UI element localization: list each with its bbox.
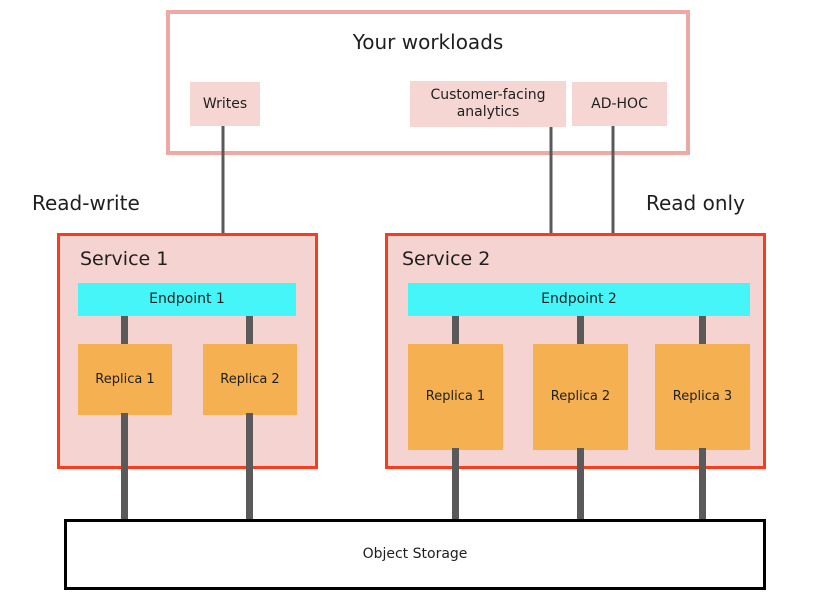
object-storage-label: Object Storage [362,546,468,563]
workloads-title: Your workloads [352,30,504,54]
connector-endpoint1-replica2 [246,314,253,346]
service-2-replica-2[interactable]: Replica 2 [533,344,628,450]
workload-chip-customer-facing-analytics-label: Customer-facing analytics [430,87,546,120]
service-2-title: Service 2 [402,248,491,270]
service-2-replica-1[interactable]: Replica 1 [408,344,503,450]
endpoint-2-label: Endpoint 2 [541,291,617,308]
service-1-replica-1[interactable]: Replica 1 [78,344,172,415]
endpoint-1-label: Endpoint 1 [149,291,225,308]
service-2-replica-1-label: Replica 1 [425,389,486,405]
workload-chip-ad-hoc[interactable]: AD-HOC [572,82,667,126]
connector-endpoint2-replica1 [452,314,459,346]
workload-chip-customer-facing-analytics[interactable]: Customer-facing analytics [410,81,566,127]
service-2-replica-3-label: Replica 3 [672,389,733,405]
workload-chip-ad-hoc-label: AD-HOC [591,95,648,112]
caption-read-write: Read-write [32,191,140,215]
endpoint-1[interactable]: Endpoint 1 [78,283,296,316]
service-2-replica-2-label: Replica 2 [550,389,611,405]
connector-s2-replica1-storage [452,448,459,521]
service-1-replica-1-label: Replica 1 [95,371,155,387]
connector-endpoint2-replica2 [577,314,584,346]
connector-endpoint2-replica3 [699,314,706,346]
service-1-replica-2-label: Replica 2 [220,371,280,387]
workload-chip-writes[interactable]: Writes [190,82,260,126]
service-2-replica-3[interactable]: Replica 3 [655,344,750,450]
caption-read-only: Read only [646,191,745,215]
connector-s2-replica3-storage [699,448,706,521]
connector-endpoint1-replica1 [121,314,128,346]
connector-s1-replica2-storage [246,413,253,521]
object-storage-box[interactable]: Object Storage [64,519,766,590]
service-1-replica-2[interactable]: Replica 2 [203,344,297,415]
workload-chip-writes-label: Writes [202,95,248,112]
connector-s2-replica2-storage [577,448,584,521]
endpoint-2[interactable]: Endpoint 2 [408,283,750,316]
connector-s1-replica1-storage [121,413,128,521]
service-1-title: Service 1 [80,248,169,270]
